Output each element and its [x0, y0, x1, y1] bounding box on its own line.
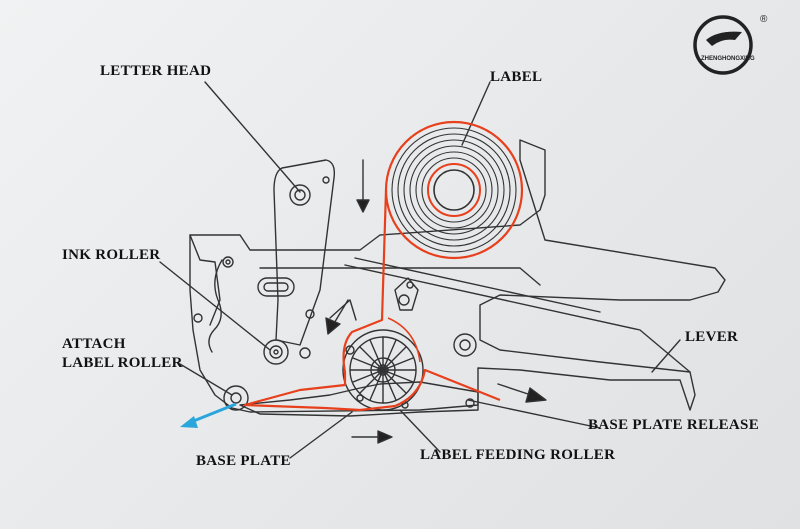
handle-slot [257, 277, 295, 297]
leader-label [461, 81, 491, 146]
logo-text: ZHENGHONGXING [701, 56, 755, 62]
ink-roller [263, 339, 289, 365]
lever-inner-line [344, 264, 691, 373]
leader-base-plate [289, 411, 353, 459]
letter-head-plate [273, 159, 336, 346]
letter-head-pin [289, 184, 311, 206]
label-base-plate: BASE PLATE [196, 453, 291, 469]
left-frame [189, 234, 221, 326]
feeding-wheel [342, 329, 424, 411]
label-feeding-roller: LABEL FEEDING ROLLER [420, 447, 616, 463]
label-letter-head: LETTER HEAD [100, 63, 212, 79]
label-attach-line1: ATTACH [62, 336, 126, 352]
leader-letter-head [204, 81, 301, 193]
base-plate [239, 381, 479, 417]
attach-label-roller [223, 385, 249, 411]
label-attach-line2: LABEL ROLLER [62, 355, 183, 371]
label-base-plate-release: BASE PLATE RELEASE [588, 417, 760, 433]
leader-feeding-roller [399, 409, 441, 453]
leader-base-plate-release [467, 399, 601, 429]
label-label: LABEL [490, 69, 543, 85]
label-ink-roller: INK ROLLER [62, 247, 161, 263]
lever-inner-line-3 [259, 267, 541, 286]
brand-logo: ZHENGHONGXING ® [693, 14, 768, 75]
registered-mark: ® [760, 14, 768, 25]
leader-ink-roller [159, 261, 271, 351]
leader-attach-roller [179, 363, 233, 396]
label-path [243, 189, 501, 412]
label-roll [384, 120, 524, 260]
pivot-roller [453, 333, 477, 357]
labeller-body [189, 139, 726, 413]
label-lever: LEVER [685, 329, 739, 345]
spring [208, 259, 223, 353]
lever-inner-line-2 [354, 257, 601, 313]
leader-lever [651, 339, 681, 373]
